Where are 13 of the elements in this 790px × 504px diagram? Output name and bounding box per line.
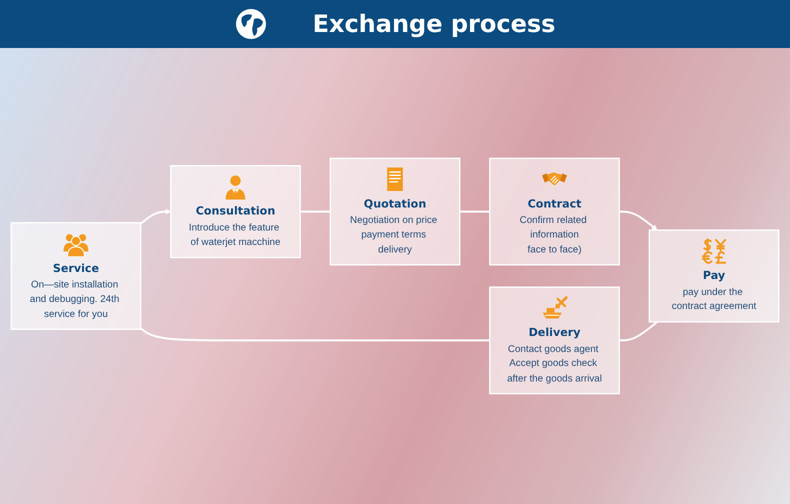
- arrow: [619, 210, 658, 230]
- title: Exchange process: [312, 10, 556, 38]
- node-box: Pay pay under the contract agreement: [648, 229, 780, 323]
- arrow: [140, 208, 172, 224]
- node-box: Consultation Introduce the feature of waterjet macchine: [170, 165, 301, 258]
- node-box: Service On—site installation and debugging. 24th service for you: [10, 222, 142, 330]
- connector: [460, 210, 490, 213]
- node-box: Quotation Negotiation on price payment terms delivery: [330, 158, 460, 266]
- node-box: Delivery Contact goods agent Accept goods check after the goods arrival: [489, 286, 620, 394]
- connector: [619, 321, 658, 342]
- node-box: Contract Confirm related information face to face): [489, 158, 620, 266]
- connector: [300, 210, 330, 213]
- connector: [140, 328, 490, 342]
